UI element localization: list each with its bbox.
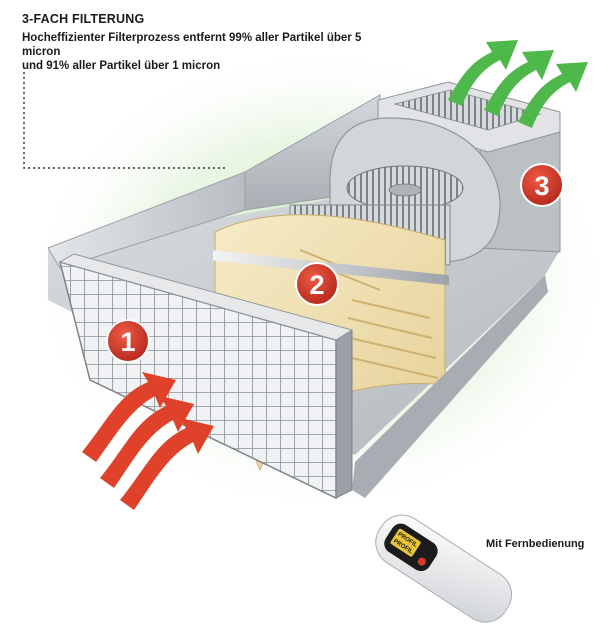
description-line-1: Hocheffizienter Filterprozess entfernt 9… xyxy=(22,32,362,58)
outlet-grille xyxy=(393,89,542,131)
inflow-arrows xyxy=(82,372,214,510)
housing-front-edge xyxy=(352,275,548,498)
badge-stage-3: 3 xyxy=(520,163,564,207)
badge-stage-1: 1 xyxy=(106,319,150,363)
inflow-arrow-3 xyxy=(120,418,214,510)
badge-stage-3-number: 3 xyxy=(534,171,549,201)
inflow-arrow-1 xyxy=(82,372,176,462)
leader-line xyxy=(23,72,228,169)
remote-control: PROFIL PROFIL xyxy=(375,514,513,623)
page-title: 3-FACH FILTERUNG xyxy=(22,12,145,26)
remote-label: Mit Fernbedienung xyxy=(486,538,585,550)
prefilter-frame-right xyxy=(335,329,353,499)
blower-hub xyxy=(388,183,422,197)
badge-stage-2: 2 xyxy=(295,262,339,306)
remote-power-button xyxy=(417,557,426,566)
remote-body xyxy=(375,514,513,623)
remote-brand-plate xyxy=(390,528,421,557)
badge-stage-2-number: 2 xyxy=(309,270,324,300)
badge-stage-3-circle xyxy=(520,163,564,207)
outflow-arrow-3 xyxy=(518,62,588,128)
badge-stage-2-circle xyxy=(295,262,339,306)
pleat-folds xyxy=(299,249,439,379)
badge-stage-1-circle xyxy=(106,319,150,363)
description-line-2: und 91% aller Partikel über 1 micron xyxy=(22,60,221,72)
outflow-arrow-1 xyxy=(448,40,518,106)
outflow-arrows xyxy=(448,40,588,128)
outflow-arrow-2 xyxy=(484,50,554,116)
badge-stage-1-number: 1 xyxy=(120,327,135,357)
prefilter-frame-top xyxy=(58,253,354,341)
inflow-arrow-2 xyxy=(100,396,194,488)
filter-description: Hocheffizienter Filterprozess entfernt 9… xyxy=(22,31,402,73)
